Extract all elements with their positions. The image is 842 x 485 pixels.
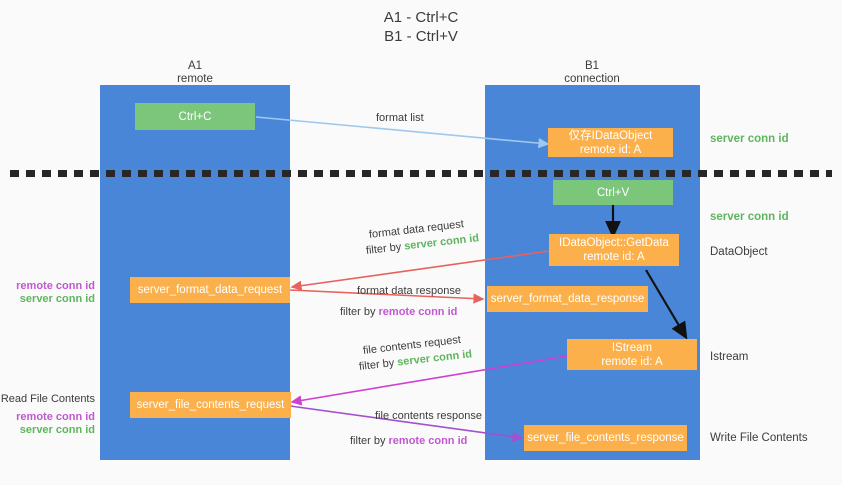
right-label-dataobject: DataObject <box>710 246 768 258</box>
node-server-format-data-response-label: server_format_data_response <box>490 293 645 305</box>
node-istream-label: IStream <box>611 341 653 354</box>
right-label-write-file-contents: Write File Contents <box>710 432 808 444</box>
right-label-server-conn-id-top: server conn id <box>710 133 789 145</box>
column-a1-role: remote <box>177 73 213 85</box>
right-label-istream: Istream <box>710 351 749 363</box>
edge-label-format-list: format list <box>376 112 424 124</box>
title-line-2: B1 - Ctrl+V <box>384 28 458 45</box>
filter-value-remote-conn-id: remote conn id <box>388 435 468 447</box>
column-header-b1: B1 connection <box>512 60 672 86</box>
node-idataobject-getdata[interactable]: IDataObject::GetData remote id: A <box>549 234 679 266</box>
node-ctrl-c-label: Ctrl+C <box>178 110 212 123</box>
filter-prefix: filter by <box>350 435 389 447</box>
column-header-a1: A1 remote <box>115 60 275 86</box>
title-line-1: A1 - Ctrl+C <box>383 9 459 26</box>
arrow-getdata-to-istream <box>645 269 688 340</box>
arrow-format-data-response <box>289 289 485 304</box>
column-b1-role: connection <box>564 73 620 85</box>
node-ctrl-v-label: Ctrl+V <box>596 186 630 199</box>
left-label-remote-conn-id-1: remote conn id <box>16 280 95 292</box>
node-ctrl-c[interactable]: Ctrl+C <box>135 103 255 130</box>
edge-label-file-contents-response: file contents response <box>375 410 483 422</box>
arrow-file-contents-response <box>289 405 524 442</box>
arrow-format-data-request <box>290 250 550 291</box>
phase-divider-dashed-line <box>10 170 832 177</box>
node-server-file-contents-request-label: server_file_contents_request <box>136 399 285 411</box>
column-b1-name: B1 <box>584 60 600 72</box>
arrow-file-contents-request <box>290 355 568 406</box>
edge-label-format-data-response-filter: filter by remote conn id <box>340 305 457 319</box>
node-getdata-label: IDataObject::GetData <box>559 237 669 249</box>
node-server-format-data-request[interactable]: server_format_data_request <box>130 277 290 303</box>
node-idataobject[interactable]: 仅存IDataObject remote id: A <box>548 128 673 157</box>
left-label-server-conn-id-2: server conn id <box>19 424 95 436</box>
edge-label-format-data-response: format data response <box>357 285 461 297</box>
right-label-server-conn-id-mid: server conn id <box>710 211 789 223</box>
node-server-format-data-response[interactable]: server_format_data_response <box>487 286 648 312</box>
left-label-remote-conn-id-2: remote conn id <box>16 411 95 423</box>
arrow-format-list <box>255 116 550 149</box>
left-label-server-conn-id-1: server conn id <box>19 293 95 305</box>
node-idataobject-label: 仅存IDataObject <box>568 129 653 142</box>
filter-prefix: filter by <box>340 306 379 318</box>
node-ctrl-v[interactable]: Ctrl+V <box>553 180 673 205</box>
page-title: A1 - Ctrl+C B1 - Ctrl+V <box>0 8 842 46</box>
node-server-format-data-request-label: server_format_data_request <box>137 284 283 296</box>
node-istream[interactable]: IStream remote id: A <box>567 339 697 370</box>
edge-label-file-contents-response-filter: filter by remote conn id <box>350 434 467 448</box>
node-server-file-contents-response[interactable]: server_file_contents_response <box>524 425 687 451</box>
node-server-file-contents-response-label: server_file_contents_response <box>527 432 684 444</box>
node-istream-sub: remote id: A <box>601 355 663 368</box>
node-getdata-sub: remote id: A <box>583 251 645 263</box>
node-server-file-contents-request[interactable]: server_file_contents_request <box>130 392 291 418</box>
filter-value-remote-conn-id: remote conn id <box>378 306 458 318</box>
node-idataobject-sub: remote id: A <box>579 143 642 156</box>
column-a1-name: A1 <box>187 60 203 72</box>
left-label-read-file-contents: Read File Contents <box>0 393 95 405</box>
